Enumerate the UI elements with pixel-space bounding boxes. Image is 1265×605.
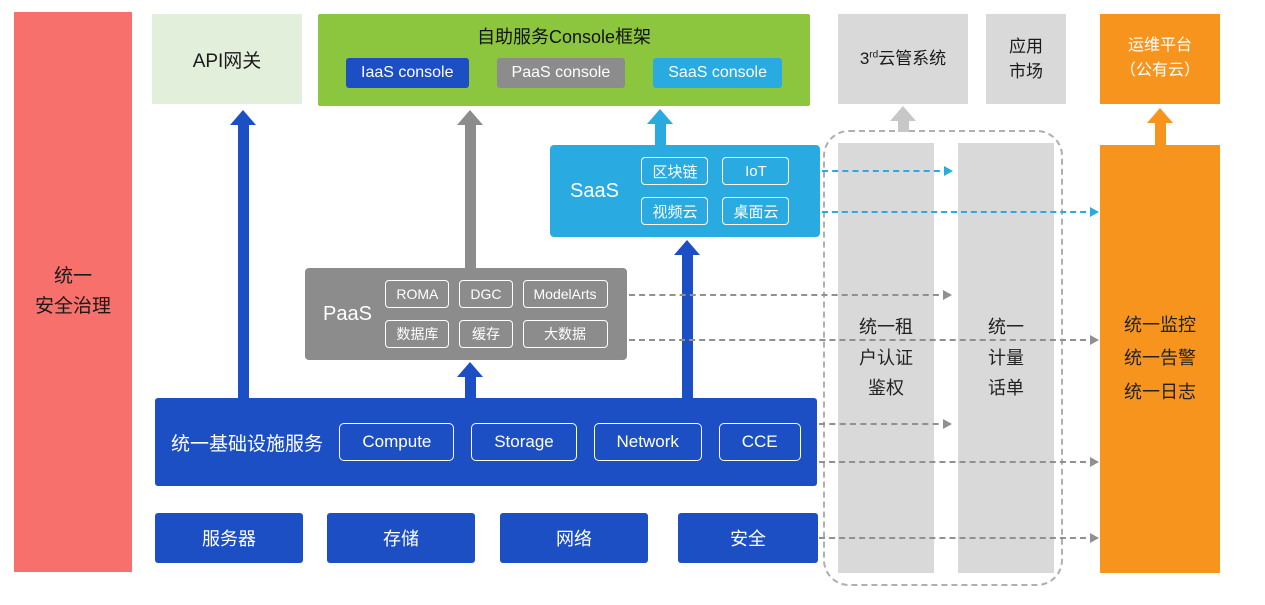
arrow-infra-to-saas (674, 240, 700, 398)
paas-chip-dgc: DGC (459, 280, 513, 308)
ops-platform-box: 运维平台 （公有云） (1100, 14, 1220, 104)
dash-paas-to-metering (629, 290, 952, 300)
metering-bar: 统一 计量 话单 (958, 143, 1054, 573)
arrow-shaft (897, 121, 909, 132)
saas-chip-video-cloud: 视频云 (641, 197, 709, 225)
security-box: 安全 (678, 513, 818, 563)
infra-chip-cce: CCE (718, 423, 801, 461)
arrow-head (230, 110, 256, 125)
arrow-tip (943, 290, 952, 300)
arrow-shaft (1154, 123, 1166, 145)
arrow-saas-to-console (647, 109, 673, 145)
dash-infra-to-metering (819, 419, 952, 429)
saas-chip-desktop-cloud: 桌面云 (722, 197, 790, 225)
dash-paas-to-monitor (629, 335, 1099, 345)
infra-chip-network: Network (593, 423, 702, 461)
network-box: 网络 (500, 513, 648, 563)
infrastructure-chip-row: Compute Storage Network CCE (339, 423, 801, 461)
iaas-console-chip: IaaS console (346, 58, 469, 88)
paas-chip-modelarts: ModelArts (522, 280, 608, 308)
arrow-tip (1090, 335, 1099, 345)
shared-services-dashed-container (823, 130, 1063, 586)
console-framework-title: 自助服务Console框架 (476, 27, 652, 47)
infrastructure-box: 统一基础设施服务 Compute Storage Network CCE (155, 398, 817, 486)
paas-console-chip: PaaS console (496, 58, 626, 88)
paas-box: PaaS ROMA DGC ModelArts 数据库 缓存 大数据 (305, 268, 627, 360)
monitor-bar: 统一监控 统一告警 统一日志 (1100, 145, 1220, 573)
arrow-paas-to-console (457, 110, 483, 268)
tenant-auth-bar: 统一租 户认证 鉴权 (838, 143, 934, 573)
arrow-tip (1090, 207, 1099, 217)
arrow-head (674, 240, 700, 255)
saas-label: SaaS (570, 179, 619, 202)
dash-saas-to-metering (822, 166, 953, 176)
arrow-tip (1090, 533, 1099, 543)
infra-chip-storage: Storage (471, 423, 577, 461)
dash-security-to-monitor (819, 533, 1099, 543)
arrow-head (457, 362, 483, 377)
api-gateway-box: API网关 (152, 14, 302, 104)
arrow-tip (1090, 457, 1099, 467)
arrow-monitor-to-ops-platform (1147, 108, 1173, 145)
paas-chip-roma: ROMA (385, 280, 450, 308)
saas-chip-grid: 区块链 IoT 视频云 桌面云 (623, 157, 808, 225)
saas-chip-iot: IoT (722, 157, 790, 185)
paas-chip-bigdata: 大数据 (522, 320, 608, 348)
arrow-head (457, 110, 483, 125)
arrow-tip (944, 166, 953, 176)
dash-infra-to-monitor (819, 457, 1099, 467)
arrow-infra-to-paas (457, 362, 483, 398)
arrow-shaft (654, 124, 666, 145)
arrow-tip (943, 419, 952, 429)
infrastructure-label: 统一基础设施服务 (171, 433, 324, 455)
arrow-head (890, 106, 916, 121)
paas-chip-database: 数据库 (385, 320, 450, 348)
saas-box: SaaS 区块链 IoT 视频云 桌面云 (550, 145, 820, 237)
third-cloud-rest: 云管系统 (878, 49, 947, 69)
third-cloud-sup: rd (869, 49, 879, 61)
arrow-head (647, 109, 673, 124)
third-party-cloud-box: 3rd云管系统 (838, 14, 968, 104)
saas-chip-blockchain: 区块链 (641, 157, 709, 185)
server-box: 服务器 (155, 513, 303, 563)
console-framework-box: 自助服务Console框架 IaaS console PaaS console … (318, 14, 810, 106)
saas-console-chip: SaaS console (653, 58, 782, 88)
arrow-shaft (464, 125, 476, 268)
dash-saas-to-monitor (822, 207, 1099, 217)
third-cloud-num: 3 (859, 49, 870, 69)
security-governance-bar: 统一 安全治理 (14, 12, 132, 572)
third-party-cloud-label: 3rd云管系统 (860, 46, 946, 72)
arrow-head (1147, 108, 1173, 123)
arrow-infra-to-api-gateway (230, 110, 256, 398)
storage-box: 存储 (327, 513, 475, 563)
paas-chip-cache: 缓存 (459, 320, 513, 348)
arrow-shaft (237, 125, 249, 398)
arrow-shaft (681, 255, 693, 398)
paas-chip-grid: ROMA DGC ModelArts 数据库 缓存 大数据 (376, 280, 617, 348)
arrow-container-to-third-cloud (890, 106, 916, 132)
app-market-box: 应用 市场 (986, 14, 1066, 104)
paas-label: PaaS (323, 302, 372, 325)
arrow-shaft (464, 377, 476, 398)
infra-chip-compute: Compute (339, 423, 455, 461)
console-chip-row: IaaS console PaaS console SaaS console (346, 58, 782, 88)
